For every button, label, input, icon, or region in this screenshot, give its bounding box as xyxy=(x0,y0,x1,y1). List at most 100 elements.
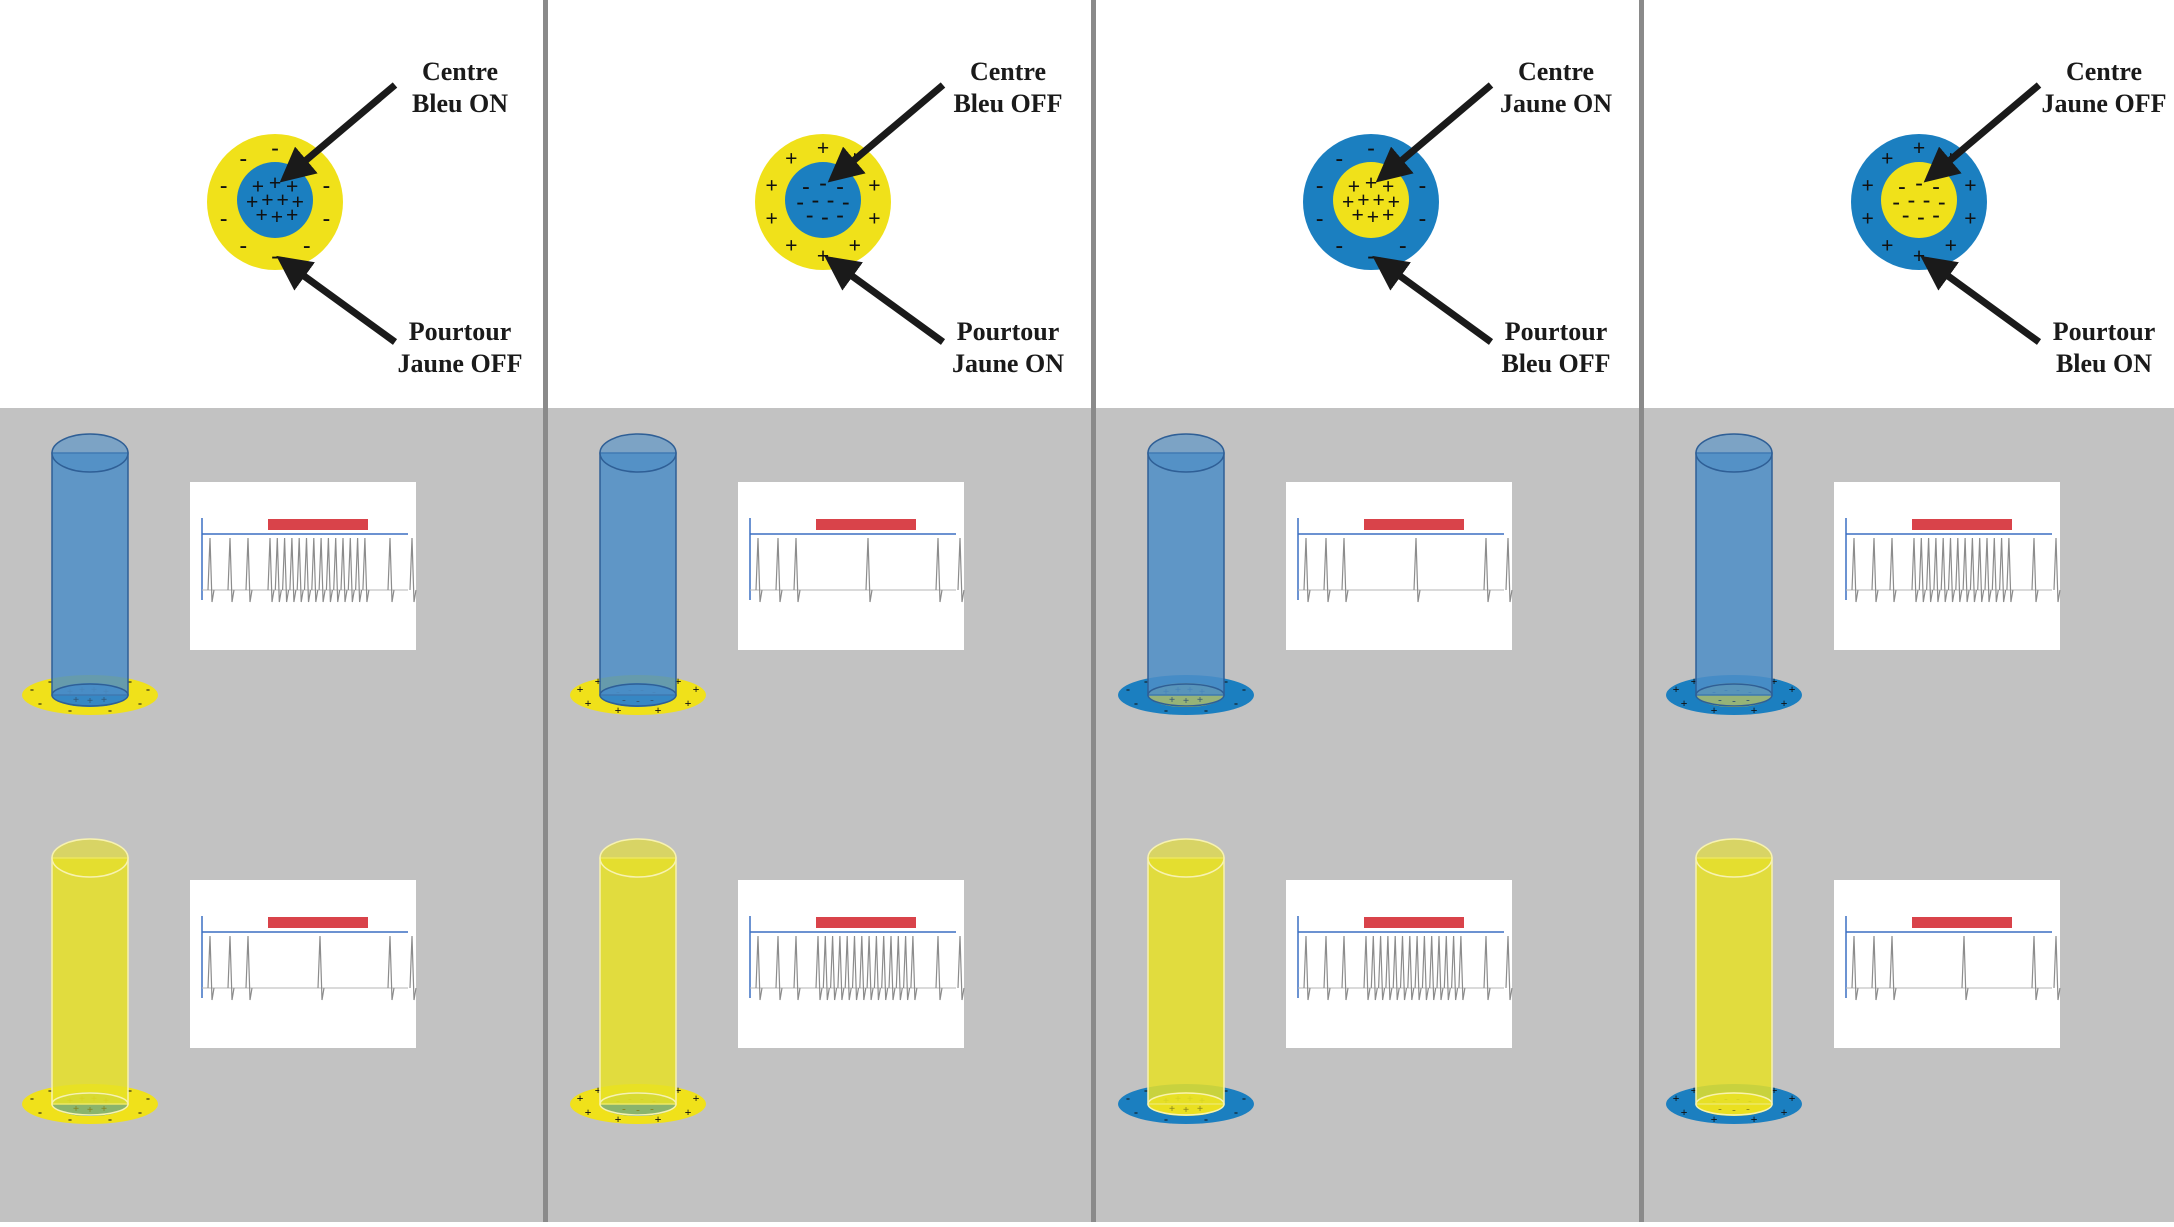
surround-sign: - xyxy=(1367,135,1374,160)
spike xyxy=(1962,537,1970,603)
spike xyxy=(325,537,333,603)
surround-sign: - xyxy=(1316,172,1323,197)
surround-sign: - xyxy=(128,1083,132,1097)
spike xyxy=(866,935,874,1001)
spike xyxy=(888,935,896,1001)
center-sign: + xyxy=(1382,202,1395,227)
center-label-line-1: Centre xyxy=(2066,57,2142,86)
center-sign: - xyxy=(1917,204,1924,229)
center-sign: + xyxy=(292,189,305,214)
surround-sign: + xyxy=(655,703,662,717)
spike xyxy=(957,935,965,1001)
surround-sign: + xyxy=(1789,682,1796,696)
surround-sign: - xyxy=(1336,145,1343,170)
spike xyxy=(830,935,838,1001)
spike xyxy=(1303,935,1311,1001)
surround-sign: - xyxy=(1134,696,1138,710)
spike xyxy=(318,537,326,603)
surround-sign: - xyxy=(271,243,278,268)
blue-response-trace xyxy=(738,482,965,650)
surround-sign: - xyxy=(1164,1112,1168,1126)
surround-sign: - xyxy=(38,1105,42,1119)
spike xyxy=(2053,537,2061,603)
spike xyxy=(1991,537,1999,603)
cylinder-body xyxy=(1695,452,1773,696)
surround-sign: - xyxy=(128,674,132,688)
surround-sign: - xyxy=(108,703,112,717)
cylinder-body xyxy=(51,857,129,1105)
blue-response-trace xyxy=(1834,482,2061,650)
surround-sign: + xyxy=(1781,1105,1788,1119)
cylinder-base xyxy=(1147,683,1225,707)
center-label-line-2: Jaune ON xyxy=(1500,89,1612,118)
surround-sign: - xyxy=(1336,233,1343,258)
spike xyxy=(1889,935,1897,1001)
spike xyxy=(1505,537,1513,603)
center-sign: - xyxy=(812,187,819,212)
surround-sign: - xyxy=(303,233,310,258)
surround-label-line-2: Bleu OFF xyxy=(1501,349,1610,378)
surround-sign: + xyxy=(1861,172,1874,197)
center-sign: - xyxy=(836,174,843,199)
surround-sign: - xyxy=(220,172,227,197)
surround-sign: - xyxy=(1204,703,1208,717)
surround-sign: + xyxy=(1711,1112,1718,1126)
surround-sign: - xyxy=(138,1105,142,1119)
center-sign: + xyxy=(286,202,299,227)
surround-sign: + xyxy=(1751,703,1758,717)
surround-sign: - xyxy=(1126,682,1130,696)
spike xyxy=(347,537,355,603)
surround-sign: + xyxy=(595,1083,602,1097)
spike xyxy=(815,935,823,1001)
surround-sign: - xyxy=(68,703,72,717)
spike xyxy=(409,935,417,1001)
stimulus-response-section: ++++++++-------++++++++------- xyxy=(1644,408,2174,1222)
yellow-light-cylinder xyxy=(51,838,129,1116)
center-sign: - xyxy=(1893,189,1900,214)
spike xyxy=(793,935,801,1001)
trace-box xyxy=(190,880,416,1048)
surround-arrow xyxy=(1372,255,1494,345)
spike xyxy=(793,537,801,603)
panel-divider xyxy=(1639,0,1644,1222)
surround-sign: + xyxy=(1789,1091,1796,1105)
cylinder-base xyxy=(599,683,677,707)
spike xyxy=(1341,935,1349,1001)
center-sign: - xyxy=(819,170,826,195)
spike xyxy=(1407,935,1415,1001)
spike xyxy=(873,935,881,1001)
surround-sign: - xyxy=(1242,682,1246,696)
surround-sign: - xyxy=(1234,1105,1238,1119)
cylinder-body xyxy=(1147,452,1225,696)
trace-box xyxy=(1286,880,1512,1048)
spike xyxy=(1436,935,1444,1001)
center-sign: + xyxy=(252,174,265,199)
surround-sign: - xyxy=(240,233,247,258)
center-sign: - xyxy=(827,187,834,212)
surround-sign: - xyxy=(48,1083,52,1097)
blue-light-cylinder xyxy=(1147,433,1225,707)
surround-sign: - xyxy=(1419,172,1426,197)
center-arrow xyxy=(1375,82,1494,183)
surround-sign: + xyxy=(1711,703,1718,717)
spike xyxy=(865,537,873,603)
surround-sign: - xyxy=(1234,696,1238,710)
spike xyxy=(1443,935,1451,1001)
spike xyxy=(1505,935,1513,1001)
surround-sign: + xyxy=(868,172,881,197)
spike xyxy=(910,935,918,1001)
spike xyxy=(245,537,253,603)
surround-sign: - xyxy=(323,206,330,231)
stimulus-bar xyxy=(268,917,368,928)
center-label-line-2: Bleu ON xyxy=(412,89,508,118)
surround-sign: + xyxy=(1751,1112,1758,1126)
center-sign: - xyxy=(821,204,828,229)
surround-sign: - xyxy=(1144,674,1148,688)
surround-sign: + xyxy=(585,1105,592,1119)
